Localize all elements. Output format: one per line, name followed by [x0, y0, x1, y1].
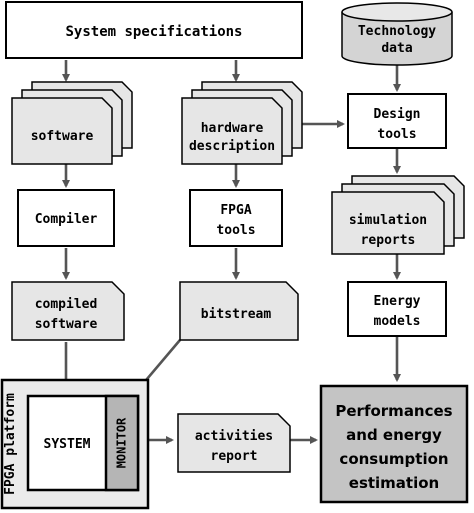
technology-data-database: Technology data — [341, 2, 453, 66]
fpga-platform-container: FPGA platform SYSTEM MONITOR — [0, 378, 150, 510]
bitstream-document: bitstream — [179, 281, 299, 341]
technology-data-label-2: data — [381, 41, 412, 56]
software-document-stack: software — [11, 81, 133, 165]
energy-models-box: Energy models — [347, 281, 447, 337]
hardware-description-label-2: description — [189, 139, 275, 154]
performances-label-2: and energy — [346, 426, 442, 444]
energy-models-label-2: models — [374, 314, 421, 329]
design-tools-label-2: tools — [377, 127, 416, 142]
energy-models-label-1: Energy — [374, 294, 421, 309]
fpga-tools-label-1: FPGA — [220, 203, 251, 218]
hardware-description-label-1: hardware — [201, 121, 264, 136]
system-label: SYSTEM — [44, 437, 91, 452]
performances-label-3: consumption — [339, 450, 448, 468]
monitor-label: MONITOR — [115, 417, 129, 468]
design-tools-box: Design tools — [347, 93, 447, 149]
performances-label-4: estimation — [349, 474, 439, 492]
simulation-reports-label-2: reports — [361, 233, 416, 248]
design-tools-label-1: Design — [374, 107, 421, 122]
compiled-software-label-1: compiled — [35, 297, 98, 312]
simulation-reports-label-1: simulation — [349, 213, 427, 228]
system-specifications-label: System specifications — [65, 24, 242, 40]
activities-report-document: activities report — [177, 413, 291, 473]
activities-report-label-2: report — [211, 449, 258, 464]
system-specifications-box: System specifications — [5, 1, 303, 59]
fpga-platform-label: FPGA platform — [3, 393, 18, 495]
activities-report-label-1: activities — [195, 429, 273, 444]
fpga-tools-label-2: tools — [216, 223, 255, 238]
fpga-tools-box: FPGA tools — [189, 189, 283, 247]
simulation-reports-document-stack: simulation reports — [331, 175, 465, 255]
software-label: software — [31, 129, 94, 144]
compiler-box: Compiler — [17, 189, 115, 247]
hardware-description-document-stack: hardware description — [181, 81, 303, 165]
compiler-label: Compiler — [35, 212, 98, 227]
monitor-block — [104, 394, 140, 492]
technology-data-label-1: Technology — [358, 24, 436, 39]
compiled-software-document: compiled software — [11, 281, 125, 341]
performances-estimation-box: Performances and energy consumption esti… — [319, 384, 469, 504]
bitstream-label: bitstream — [201, 307, 272, 322]
performances-label-1: Performances — [335, 402, 452, 420]
compiled-software-label-2: software — [35, 317, 98, 332]
